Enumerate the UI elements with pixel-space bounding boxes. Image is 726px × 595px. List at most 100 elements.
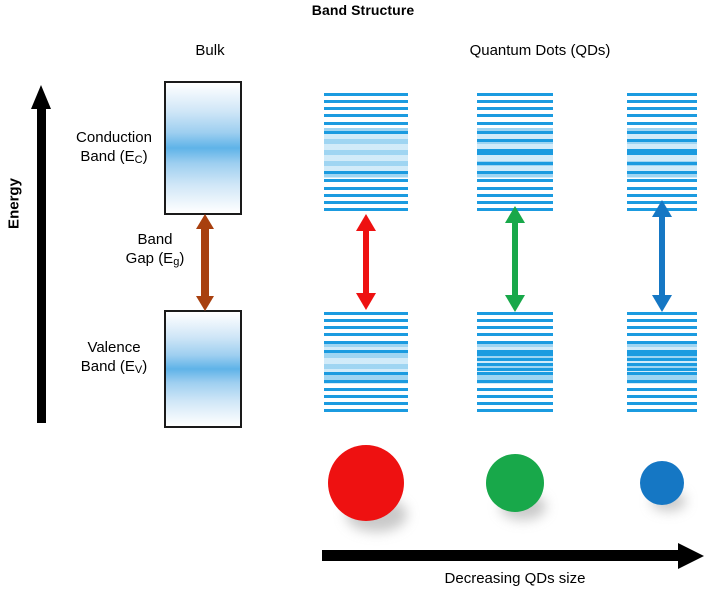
decreasing-size-arrowhead-icon (678, 543, 704, 569)
band-gap-label: Band Gap (Eg) (112, 230, 198, 272)
qd-energy-level-line (627, 333, 697, 337)
bulk-valence-band (164, 310, 242, 428)
qd-energy-level-line (324, 106, 408, 110)
qd-arrowhead-down-icon (505, 295, 525, 312)
qd-energy-level-line (627, 99, 697, 103)
qd-energy-level-line (477, 387, 553, 391)
qd-energy-level-line (324, 333, 408, 337)
qd-energy-level-line (627, 367, 697, 371)
qd-energy-level-line (324, 130, 408, 134)
qd-energy-level-line (477, 362, 553, 366)
qd-energy-level-line (477, 178, 553, 182)
decreasing-size-arrow (322, 543, 704, 569)
qd-energy-level-line (627, 178, 697, 182)
qd-arrow-shaft (363, 227, 369, 297)
band-gap-arrowhead-up-icon (196, 214, 214, 229)
qd-energy-level-line (477, 170, 553, 174)
qd-energy-level-line (627, 161, 697, 165)
qd-energy-level-line (477, 161, 553, 165)
qd-arrowhead-up-icon (505, 206, 525, 223)
qd-energy-level-line (627, 325, 697, 329)
qd-energy-level-line (477, 130, 553, 134)
qd-energy-level-line (627, 139, 697, 143)
valence-band-subscript: V (134, 364, 143, 376)
qd-energy-level-line (324, 409, 408, 412)
qd-energy-level-line (324, 349, 408, 353)
qd-energy-level-line (627, 186, 697, 190)
qd-energy-level-line (324, 170, 408, 174)
bulk-column-heading: Bulk (195, 42, 225, 59)
qd-energy-level-line (477, 114, 553, 118)
band-gap-label-close: ) (179, 250, 185, 267)
valence-band-label-line2: Band (E (80, 358, 135, 375)
decreasing-size-label: Decreasing QDs size (444, 570, 586, 587)
qd-arrowhead-down-icon (652, 295, 672, 312)
qd-energy-level-line (324, 178, 408, 182)
qd-energy-level-line (627, 349, 697, 353)
band-gap-label-line2: Gap (E (125, 250, 174, 267)
qd-column-heading: Quantum Dots (QDs) (469, 42, 611, 59)
energy-arrowhead-icon (31, 85, 51, 109)
conduction-band-subscript: C (134, 154, 143, 166)
qd-transition-arrow (356, 214, 376, 310)
qd-emission-dot (328, 445, 404, 521)
qd-arrowhead-down-icon (356, 293, 376, 310)
figure-title: Band Structure (311, 2, 415, 18)
energy-arrow-shaft (37, 103, 46, 423)
band-gap-arrow-shaft (201, 226, 209, 299)
qd-energy-level-line (324, 395, 408, 399)
qd-energy-level-line (477, 194, 553, 198)
qd-energy-level-line (324, 99, 408, 103)
qd-energy-level-line (324, 201, 408, 205)
valence-band-label-close: ) (142, 358, 148, 375)
qd-energy-level-line (627, 130, 697, 134)
qd-energy-level-line (477, 325, 553, 329)
qd-energy-level-line (324, 402, 408, 406)
qd-energy-level-line (324, 312, 408, 315)
qd-energy-level-line (324, 93, 408, 96)
qd-energy-level-line (627, 362, 697, 366)
qd-energy-level-line (477, 409, 553, 412)
conduction-band-label: Conduction Band (EC) (66, 128, 162, 170)
band-gap-subscript: g (173, 256, 180, 268)
qd-energy-level-line (477, 395, 553, 399)
qd-energy-level-block (627, 312, 697, 412)
qd-energy-level-line (477, 333, 553, 337)
qd-energy-level-line (477, 122, 553, 126)
qd-energy-level-line (477, 358, 553, 362)
qd-energy-level-line (477, 341, 553, 345)
energy-axis-label: Energy (5, 178, 23, 229)
qd-energy-level-line (627, 152, 697, 156)
qd-energy-level-line (477, 139, 553, 143)
energy-axis-arrow (31, 85, 51, 423)
qd-energy-level-line (324, 122, 408, 126)
qd-energy-level-line (627, 379, 697, 383)
qd-energy-level-line (627, 194, 697, 198)
qd-energy-level-line (477, 152, 553, 156)
qd-energy-level-block (477, 93, 553, 211)
qd-energy-level-block (324, 93, 408, 211)
bulk-conduction-band (164, 81, 242, 215)
band-gap-label-line1: Band (137, 231, 173, 248)
qd-energy-level-line (627, 318, 697, 322)
band-gap-arrowhead-down-icon (196, 296, 214, 311)
qd-energy-level-line (627, 402, 697, 406)
valence-band-label-line1: Valence (87, 339, 141, 356)
qd-energy-level-line (477, 186, 553, 190)
qd-transition-arrow (505, 206, 525, 312)
valence-band-label: Valence Band (EV) (66, 338, 162, 380)
qd-energy-level-line (627, 312, 697, 315)
qd-energy-level-line (477, 99, 553, 103)
qd-emission-dot (486, 454, 544, 512)
qd-energy-level-line (627, 341, 697, 345)
qd-energy-level-line (627, 395, 697, 399)
qd-energy-level-line (477, 379, 553, 383)
qd-energy-level-line (324, 341, 408, 345)
conduction-band-label-line1: Conduction (76, 129, 152, 146)
qd-arrow-shaft (512, 219, 518, 299)
qd-energy-level-line (324, 114, 408, 118)
qd-energy-level-line (324, 387, 408, 391)
qd-emission-dot (640, 461, 684, 505)
qd-energy-level-line (324, 208, 408, 211)
qd-arrowhead-up-icon (356, 214, 376, 231)
